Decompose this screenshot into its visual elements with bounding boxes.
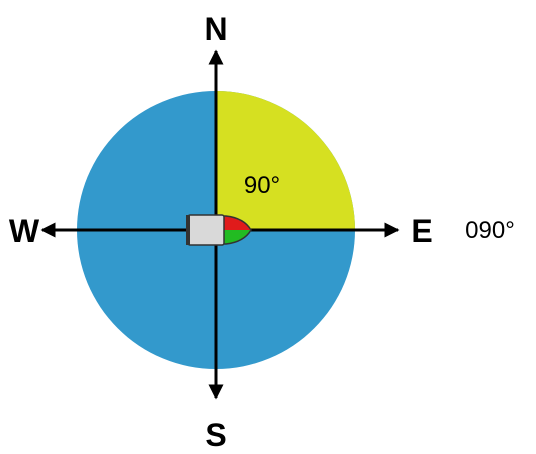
bow-outline: [224, 215, 252, 245]
south-label: S: [205, 417, 226, 453]
boat-stern: [186, 215, 190, 245]
bearing-label: 090°: [465, 217, 515, 244]
angle-label: 90°: [244, 172, 280, 199]
north-label: N: [204, 11, 227, 47]
boat-icon: [186, 214, 252, 246]
angle-sector: [216, 91, 355, 230]
starboard-light: [224, 230, 251, 244]
port-light: [224, 216, 251, 230]
boat-hull: [187, 214, 225, 246]
east-label: E: [411, 213, 432, 249]
west-label: W: [9, 213, 40, 249]
